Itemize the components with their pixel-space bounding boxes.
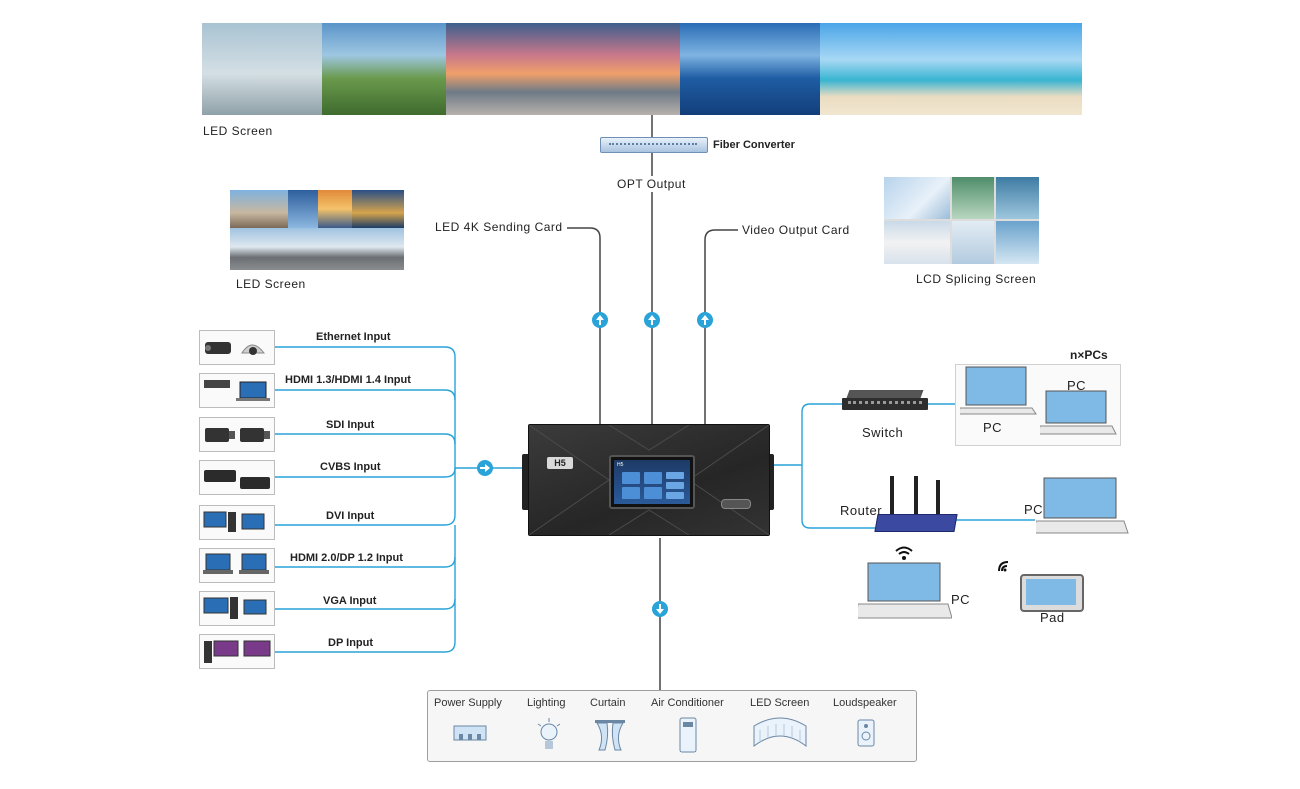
hdmi2-input-device <box>199 548 275 583</box>
pc-laptop-icon-2 <box>1040 390 1117 435</box>
chassis: H5 H5 <box>528 424 770 536</box>
led-screen-control-icon <box>753 717 807 748</box>
control-box <box>427 690 917 762</box>
hdmi14-input-label: HDMI 1.3/HDMI 1.4 Input <box>285 374 411 386</box>
ethernet-input-label: Ethernet Input <box>316 331 391 343</box>
cvbs-input-device <box>199 460 275 495</box>
front-button <box>721 499 751 509</box>
dvi-input-label: DVI Input <box>326 510 375 522</box>
router-label: Router <box>840 503 883 518</box>
router-icon <box>874 476 958 536</box>
h5-processor: H5 H5 <box>522 424 774 538</box>
ethernet-input-device <box>199 330 275 365</box>
switch-icon <box>842 390 928 414</box>
curtain-label: Curtain <box>590 697 626 709</box>
n-pcs-label: n×PCs <box>1070 348 1108 362</box>
switch-label: Switch <box>862 425 904 440</box>
pc-laptop-icon-4 <box>858 562 952 619</box>
beach-photo <box>820 23 1082 115</box>
dp-input-label: DP Input <box>328 637 374 649</box>
castle-photo <box>322 23 446 115</box>
sdi-input-label: SDI Input <box>326 419 375 431</box>
wifi-icon <box>895 546 913 560</box>
pad-icon <box>1020 574 1084 612</box>
loudspeaker-icon <box>857 719 875 747</box>
pc-label-1: PC <box>983 420 1003 435</box>
vga-input-device <box>199 591 275 626</box>
desktop-pc-icon <box>203 511 265 532</box>
led-screen-control-label: LED Screen <box>750 697 810 709</box>
hdmi20-input-label: HDMI 2.0/DP 1.2 Input <box>290 552 403 564</box>
pc-label-4: PC <box>951 592 971 607</box>
opt-output-label: OPT Output <box>613 176 690 192</box>
lcd-splicing-screen-label: LCD Splicing Screen <box>916 272 1037 286</box>
led-sending-card-label: LED 4K Sending Card <box>431 219 567 235</box>
hdmi-source-icon <box>204 380 270 401</box>
rocks-photo <box>446 23 680 115</box>
lighting-icon <box>537 718 561 749</box>
air-conditioner-icon <box>679 717 697 753</box>
pc-laptop-icon-3 <box>1036 477 1129 534</box>
vga-pc-icon <box>203 597 267 619</box>
dvd-player-icon <box>204 470 270 489</box>
signal-icon <box>998 561 1009 572</box>
fiber-converter-label: Fiber Converter <box>713 139 795 151</box>
curtain-icon <box>595 720 625 751</box>
cvbs-input-label: CVBS Input <box>320 461 381 473</box>
left-handle <box>522 454 530 510</box>
sdi-input-device <box>199 417 275 452</box>
dvi-input-device <box>199 505 275 540</box>
pad-label: Pad <box>1040 610 1065 625</box>
power-supply-label: Power Supply <box>434 697 502 709</box>
air-conditioner-label: Air Conditioner <box>651 697 724 709</box>
panel-screen: H5 <box>614 460 690 504</box>
dp-monitor-icon <box>204 640 271 663</box>
touch-panel: H5 <box>609 455 695 509</box>
dp-input-device <box>199 634 275 669</box>
right-handle <box>766 454 774 510</box>
lcd-splicing-screen <box>884 177 1039 264</box>
sea-photo <box>680 23 820 115</box>
pc-label-2: PC <box>1067 378 1087 393</box>
top-led-screen-label: LED Screen <box>203 124 273 138</box>
top-led-screen <box>202 23 1082 115</box>
video-output-card-label: Video Output Card <box>738 222 854 238</box>
left-led-screen <box>230 190 404 270</box>
loudspeaker-label: Loudspeaker <box>833 697 897 709</box>
brand-badge: H5 <box>547 457 573 469</box>
power-supply-icon <box>453 725 487 741</box>
video-camera-icon <box>205 428 270 442</box>
vga-input-label: VGA Input <box>323 595 377 607</box>
laptop-icon <box>203 553 269 574</box>
hdmi-input-device <box>199 373 275 408</box>
ip-camera-icon <box>205 342 266 355</box>
pc-laptop-icon-1 <box>960 366 1037 415</box>
lake-photo <box>202 23 322 115</box>
left-led-screen-label: LED Screen <box>236 277 306 291</box>
panel-brand: H5 <box>617 462 624 468</box>
lighting-label: Lighting <box>527 697 566 709</box>
pc-label-3: PC <box>1024 502 1044 517</box>
fiber-converter-icon <box>600 137 708 153</box>
